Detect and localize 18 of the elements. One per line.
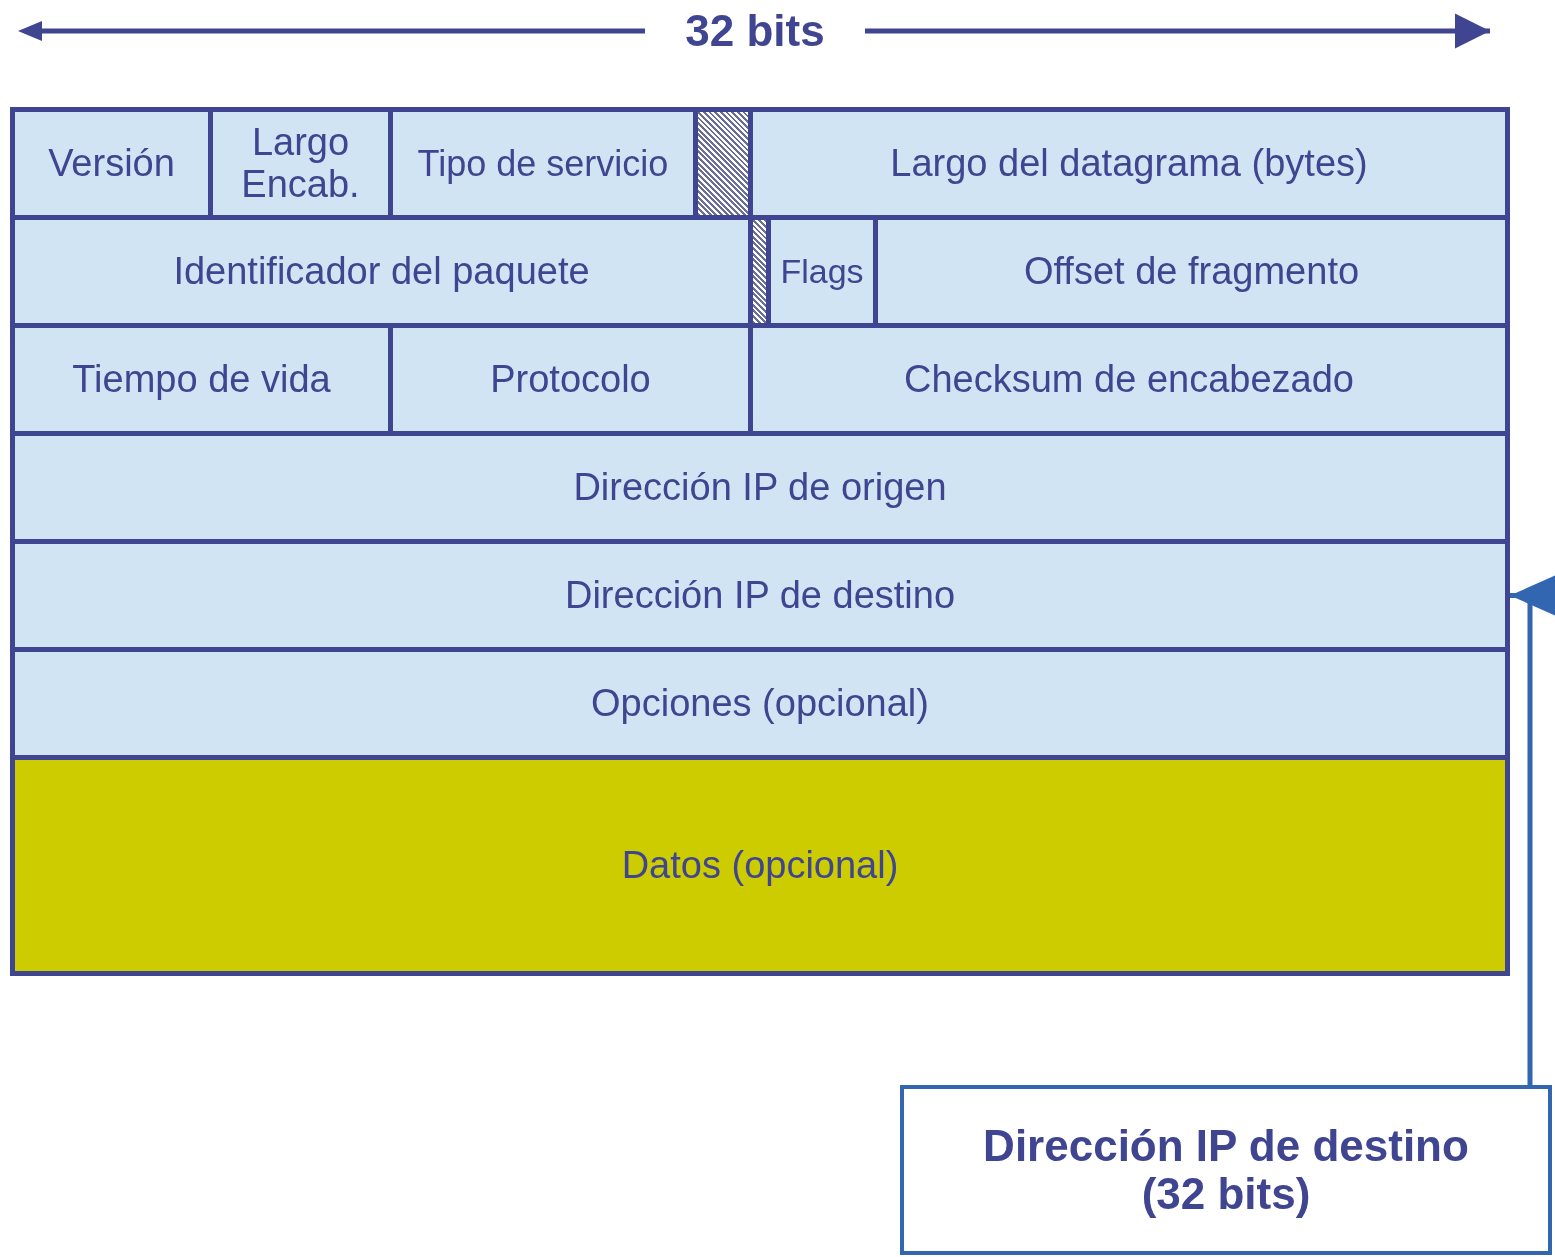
field-label: Tiempo de vida <box>72 358 331 401</box>
field-label: Identificador del paquete <box>173 250 590 293</box>
field-label: Tipo de servicio <box>417 143 669 184</box>
field-label: Dirección IP de destino <box>564 574 956 617</box>
field-label: Dirección IP de origen <box>573 466 947 509</box>
field-label: Flags <box>780 252 864 291</box>
field-label: Opciones (opcional) <box>591 682 929 725</box>
field-label: Datos (opcional) <box>621 844 899 887</box>
callout-box <box>900 1085 1552 1255</box>
field-label: Checksum de encabezado <box>904 358 1354 401</box>
field-label: Largo Encab. <box>240 121 361 206</box>
arrow <box>1510 575 1555 1085</box>
field-label: Largo del datagrama (bytes) <box>890 142 1368 185</box>
field-label: Versión <box>48 142 175 185</box>
callout-text: Dirección IP de destino (32 bits) <box>982 1121 1470 1219</box>
field-label: Protocolo <box>490 358 651 401</box>
dimension-label: 32 bits <box>685 6 825 55</box>
field-label: Offset de fragmento <box>1023 250 1360 293</box>
